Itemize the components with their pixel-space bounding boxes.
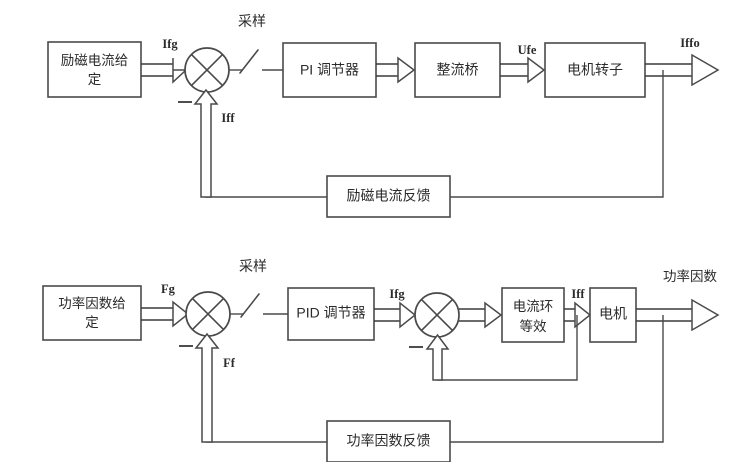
block-excitation-current-reference: 励磁电流给 定	[47, 41, 142, 98]
wire-current-loop-to-motor	[564, 301, 592, 329]
wire-rectifier-to-rotor	[500, 56, 546, 84]
block-power-factor-reference-rect	[42, 285, 142, 341]
block-motor-rotor-rect	[544, 42, 646, 98]
inner-feedback-arrow-bottom	[425, 333, 450, 381]
summing-junction-top	[184, 47, 230, 93]
diagram-excitation-current-loop: 励磁电流给 定 Ifg 采样 PI 调节器	[47, 13, 720, 218]
block-power-factor-feedback-label: 功率因数反馈	[347, 433, 431, 449]
block-power-factor-reference-label-line1: 功率因数给	[58, 295, 126, 311]
signal-label-ff: Ff	[223, 356, 236, 370]
block-current-loop-equivalent: 电流环 等效	[501, 287, 565, 343]
block-current-loop-equivalent-rect	[501, 287, 565, 343]
signal-label-ifg-bottom: Ifg	[389, 287, 405, 301]
summing-junction-bottom-outer-cross	[191, 297, 225, 331]
wire-inner-sum-to-current-loop	[459, 301, 503, 329]
block-excitation-current-feedback-rect	[326, 175, 451, 218]
feedback-arrow-top	[193, 88, 219, 198]
block-rectifier-bridge-rect	[414, 42, 501, 98]
signal-label-iffo: Iffo	[680, 36, 699, 50]
signal-label-ufe: Ufe	[518, 43, 537, 57]
block-power-factor-reference: 功率因数给 定	[42, 285, 142, 341]
block-excitation-current-reference-label-line2: 定	[88, 72, 102, 87]
summing-junction-top-cross	[190, 53, 224, 87]
block-power-factor-feedback-rect	[326, 420, 451, 462]
block-pid-regulator-rect	[287, 287, 375, 341]
block-motor-rotor-label: 电机转子	[567, 62, 623, 78]
block-pi-regulator-rect	[282, 42, 377, 98]
block-motor-label: 电机	[599, 306, 627, 322]
block-rectifier-bridge: 整流桥	[414, 42, 501, 98]
block-pid-regulator-label: PID 调节器	[296, 305, 365, 321]
block-motor: 电机	[589, 287, 637, 343]
block-excitation-current-feedback: 励磁电流反馈	[326, 175, 451, 218]
sampling-switch-top	[229, 49, 283, 74]
wire-reference-to-sum-bottom	[141, 300, 190, 328]
block-pid-regulator: PID 调节器	[287, 287, 375, 341]
sampling-switch-bottom-arm	[240, 293, 260, 318]
signal-label-iff-bottom: Iff	[571, 287, 585, 301]
signal-label-ifg-top: Ifg	[162, 37, 178, 51]
summing-junction-bottom-inner-cross	[420, 298, 454, 332]
block-excitation-current-reference-rect	[47, 41, 142, 98]
signal-label-iff-top: Iff	[221, 111, 235, 125]
output-label-power-factor: 功率因数	[663, 268, 717, 284]
block-current-loop-equivalent-label-line2: 等效	[520, 318, 548, 334]
sampling-label-top: 采样	[238, 13, 266, 29]
wire-pid-to-inner-sum	[374, 301, 417, 329]
block-power-factor-feedback: 功率因数反馈	[326, 420, 451, 462]
inner-feedback-path-bottom	[425, 315, 578, 381]
output-arrow-power-factor	[636, 298, 720, 332]
summing-junction-bottom-outer	[185, 291, 231, 337]
block-motor-rotor: 电机转子	[544, 42, 646, 98]
sampling-switch-bottom	[230, 293, 288, 318]
diagram-power-factor-loop: 功率因数给 定 Fg 采样 PID 调节器	[42, 258, 720, 462]
block-excitation-current-feedback-label: 励磁电流反馈	[347, 188, 431, 204]
outer-feedback-path-bottom	[194, 315, 664, 443]
block-rectifier-bridge-label: 整流桥	[437, 62, 479, 78]
block-motor-rect	[589, 287, 637, 343]
signal-label-fg: Fg	[161, 282, 176, 296]
feedback-path-top	[193, 70, 664, 198]
block-excitation-current-reference-label-line1: 励磁电流给	[61, 53, 129, 68]
summing-junction-bottom-inner	[414, 292, 460, 338]
wire-reference-to-sum-top	[141, 58, 188, 84]
sampling-switch-top-arm	[239, 49, 259, 74]
sampling-label-bottom: 采样	[239, 258, 267, 274]
wire-pi-to-rectifier	[376, 56, 416, 84]
output-arrow-iffo	[645, 53, 720, 87]
block-power-factor-reference-label-line2: 定	[85, 315, 99, 330]
outer-feedback-arrow-bottom	[194, 332, 220, 443]
block-pi-regulator: PI 调节器	[282, 42, 377, 98]
block-current-loop-equivalent-label-line1: 电流环	[513, 299, 554, 314]
block-pi-regulator-label: PI 调节器	[300, 62, 359, 78]
